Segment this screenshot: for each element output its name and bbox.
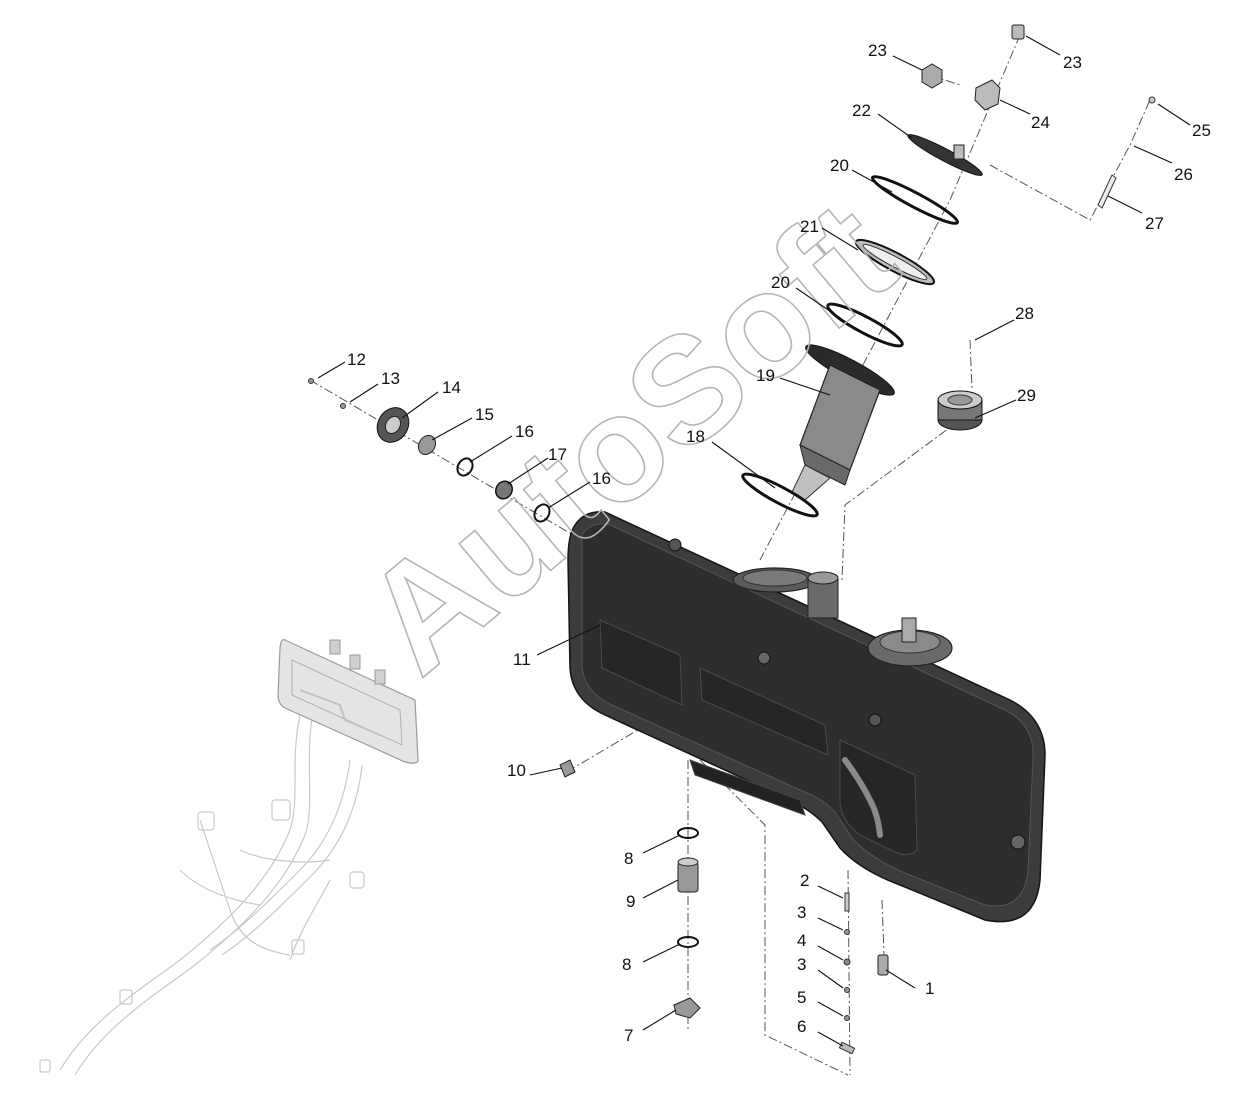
- callout-1: 1: [925, 979, 934, 998]
- callout-5: 5: [797, 988, 806, 1007]
- callout-21: 21: [800, 217, 819, 236]
- callout-22: 22: [852, 101, 871, 120]
- callout-2: 2: [800, 871, 809, 890]
- callout-23: 23: [1063, 53, 1082, 72]
- auxiliary-tank: [277, 639, 419, 764]
- callout-4: 4: [797, 931, 806, 950]
- callout-16: 16: [592, 469, 611, 488]
- callout-3: 3: [797, 955, 806, 974]
- callout-8: 8: [624, 849, 633, 868]
- callout-17: 17: [548, 445, 567, 464]
- leader-lines: [317, 35, 1191, 1047]
- callout-27: 27: [1145, 214, 1164, 233]
- fuel-pump-assembly: [741, 134, 983, 518]
- callout-14: 14: [442, 378, 461, 397]
- callout-19: 19: [756, 366, 775, 385]
- callout-20: 20: [830, 156, 849, 175]
- callout-23: 23: [868, 41, 887, 60]
- callout-12: 12: [347, 350, 366, 369]
- fuel-tank: [567, 511, 1046, 923]
- callout-24: 24: [1031, 113, 1050, 132]
- callout-8: 8: [622, 955, 631, 974]
- top-fittings: [921, 24, 1156, 209]
- callout-16: 16: [515, 422, 534, 441]
- callout-13: 13: [381, 369, 400, 388]
- drain-parts: [559, 759, 889, 1055]
- callout-11: 11: [513, 650, 531, 669]
- callout-25: 25: [1192, 121, 1211, 140]
- callout-18: 18: [686, 427, 705, 446]
- callout-7: 7: [624, 1026, 633, 1045]
- filler-cap: [937, 390, 983, 431]
- callout-29: 29: [1017, 386, 1036, 405]
- callout-labels: 1 2 3 4 3 5 6 7 8 9 8 10 11 12 13 14 15 …: [347, 41, 1211, 1045]
- sender-fitting-stack: [308, 378, 551, 523]
- callout-26: 26: [1174, 165, 1193, 184]
- callout-28: 28: [1015, 304, 1034, 323]
- callout-6: 6: [797, 1017, 806, 1036]
- callout-3: 3: [797, 903, 806, 922]
- callout-10: 10: [507, 761, 526, 780]
- callout-15: 15: [475, 405, 494, 424]
- fuel-line-harness: [39, 714, 365, 1076]
- callout-9: 9: [626, 892, 635, 911]
- callout-20: 20: [771, 273, 790, 292]
